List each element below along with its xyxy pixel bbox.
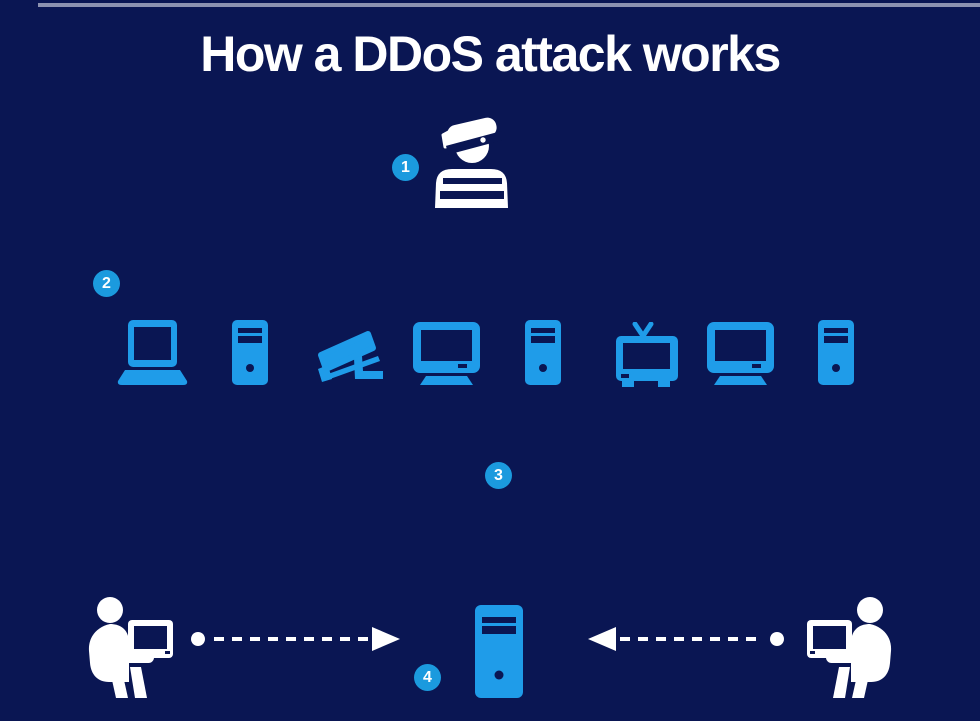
step-3-number: 3 xyxy=(494,466,503,484)
hacker-icon xyxy=(430,117,508,208)
step-3-badge: 3 xyxy=(485,462,512,489)
step-4-number: 4 xyxy=(423,668,432,686)
step-1-badge: 1 xyxy=(392,154,419,181)
target-server-icon xyxy=(475,605,523,698)
step-4-badge: 4 xyxy=(414,664,441,691)
laptop-icon xyxy=(117,320,188,385)
user-at-computer-icon xyxy=(80,595,180,705)
step-1-number: 1 xyxy=(401,158,410,176)
step-2-badge: 2 xyxy=(93,270,120,297)
desktop-computer-icon xyxy=(413,322,480,385)
user-at-computer-icon xyxy=(800,595,900,705)
dashed-arrow-left-icon xyxy=(585,624,792,654)
desktop-computer-icon xyxy=(707,322,774,385)
security-camera-icon xyxy=(308,330,386,383)
dashed-arrow-right-icon xyxy=(188,624,403,654)
page-title: How a DDoS attack works xyxy=(200,26,781,82)
top-divider-line xyxy=(38,3,980,7)
tower-pc-icon xyxy=(525,320,561,385)
step-2-number: 2 xyxy=(102,274,111,292)
tower-pc-icon xyxy=(818,320,854,385)
tower-pc-icon xyxy=(232,320,268,385)
television-icon xyxy=(612,322,680,387)
